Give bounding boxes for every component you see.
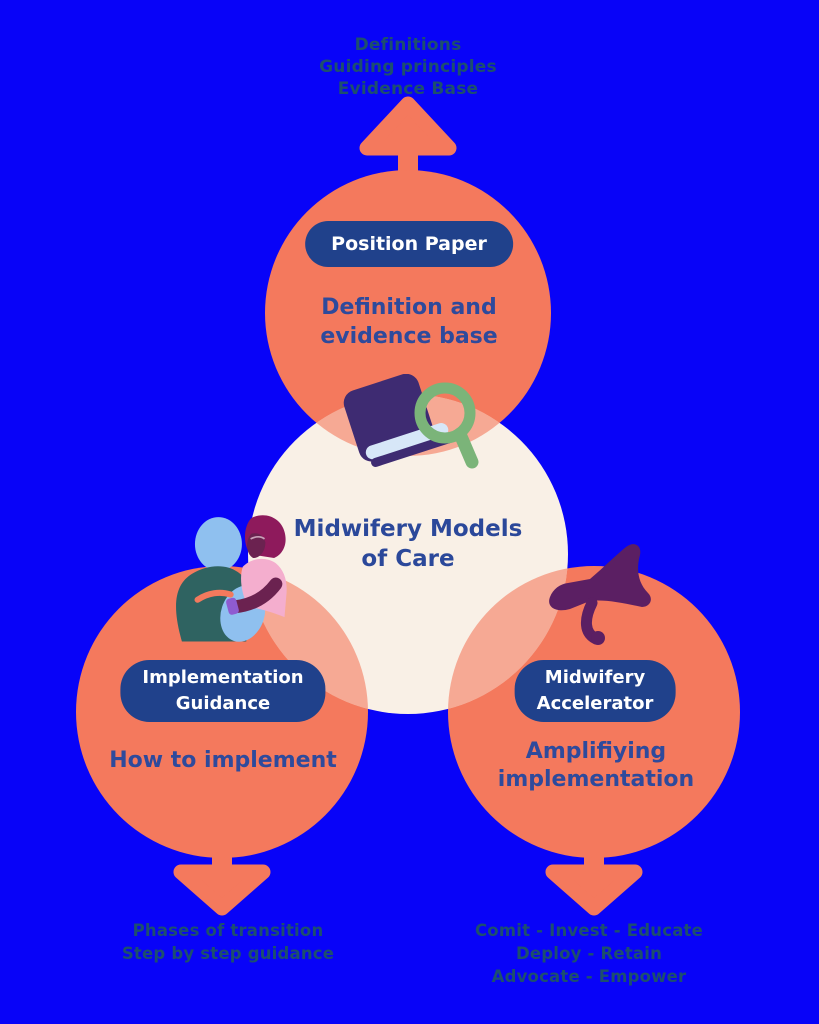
pill-label: Accelerator — [536, 693, 654, 714]
pill-implementation-guidance: Implementation Guidance — [120, 660, 326, 722]
center-title-line: of Care — [361, 546, 455, 572]
megaphone-icon — [549, 544, 651, 645]
caption-implementation-guidance: Phases of transition Step by step guidan… — [98, 919, 358, 965]
caption-midwifery-accelerator: Comit - Invest - Educate Deploy - Retain… — [458, 919, 720, 988]
caption-line: Advocate - Empower — [491, 967, 687, 986]
pill-label: Implementation — [142, 667, 304, 688]
subtitle-line: Definition and — [321, 295, 497, 320]
caption-line: Evidence Base — [337, 79, 479, 99]
arrow-up-icon — [359, 96, 457, 180]
book-and-magnifying-glass-icon — [343, 374, 479, 469]
pill-midwifery-accelerator: Midwifery Accelerator — [514, 660, 676, 722]
midwife-supporting-parent-icon — [176, 515, 287, 642]
subtitle-line: evidence base — [320, 324, 498, 349]
subtitle-position-paper: Definition and evidence base — [320, 293, 497, 351]
pill-label: Guidance — [175, 693, 271, 714]
caption-line: Guiding principles — [319, 57, 497, 77]
pill-label: Position Paper — [331, 233, 487, 255]
caption-line: Definitions — [354, 35, 462, 55]
caption-line: Comit - Invest - Educate — [474, 921, 704, 940]
center-title-line: Midwifery Models — [293, 516, 523, 542]
subtitle-line: implementation — [497, 767, 695, 792]
caption-line: Phases of transition — [132, 921, 324, 940]
subtitle-line: Amplifiying — [525, 739, 667, 764]
subtitle-implementation-guidance: How to implement — [109, 747, 337, 775]
pill-position-paper: Position Paper — [305, 221, 513, 267]
pill-label: Midwifery — [544, 667, 646, 688]
subtitle-line: How to implement — [109, 748, 337, 773]
caption-line: Step by step guidance — [121, 944, 335, 963]
center-title: Midwifery Models of Care — [294, 514, 523, 574]
subtitle-midwifery-accelerator: Amplifiying implementation — [498, 738, 694, 794]
caption-position-paper: Definitions Guiding principles Evidence … — [258, 34, 558, 100]
caption-line: Deploy - Retain — [515, 944, 663, 963]
